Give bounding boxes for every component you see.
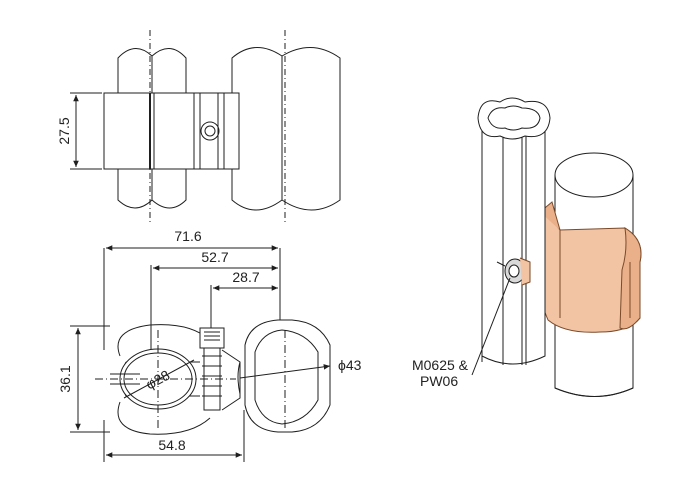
callout-leader bbox=[471, 277, 511, 376]
callout-line-1: M0625 & bbox=[412, 357, 469, 373]
dim-27-5-label: 27.5 bbox=[56, 117, 72, 144]
dim-28-7-label: 28.7 bbox=[232, 269, 259, 285]
dim-36-1-label: 36.1 bbox=[57, 365, 73, 392]
iso-view bbox=[471, 97, 642, 397]
callout-line-2: PW06 bbox=[420, 373, 458, 389]
iso-bolt bbox=[496, 257, 531, 286]
dia-43-label: ϕ43 bbox=[338, 357, 362, 373]
clamp-top bbox=[103, 92, 240, 170]
dim-54-8-label: 54.8 bbox=[158, 437, 185, 453]
dim-71-6-label: 71.6 bbox=[174, 228, 201, 244]
dim-52-7-label: 52.7 bbox=[201, 249, 228, 265]
extruded-profile bbox=[477, 97, 551, 365]
bolt bbox=[199, 327, 241, 411]
section-view bbox=[70, 245, 331, 462]
right-tube-top bbox=[231, 30, 341, 225]
dim-27-5 bbox=[70, 92, 102, 170]
top-view bbox=[70, 30, 341, 225]
large-profile bbox=[237, 319, 331, 433]
